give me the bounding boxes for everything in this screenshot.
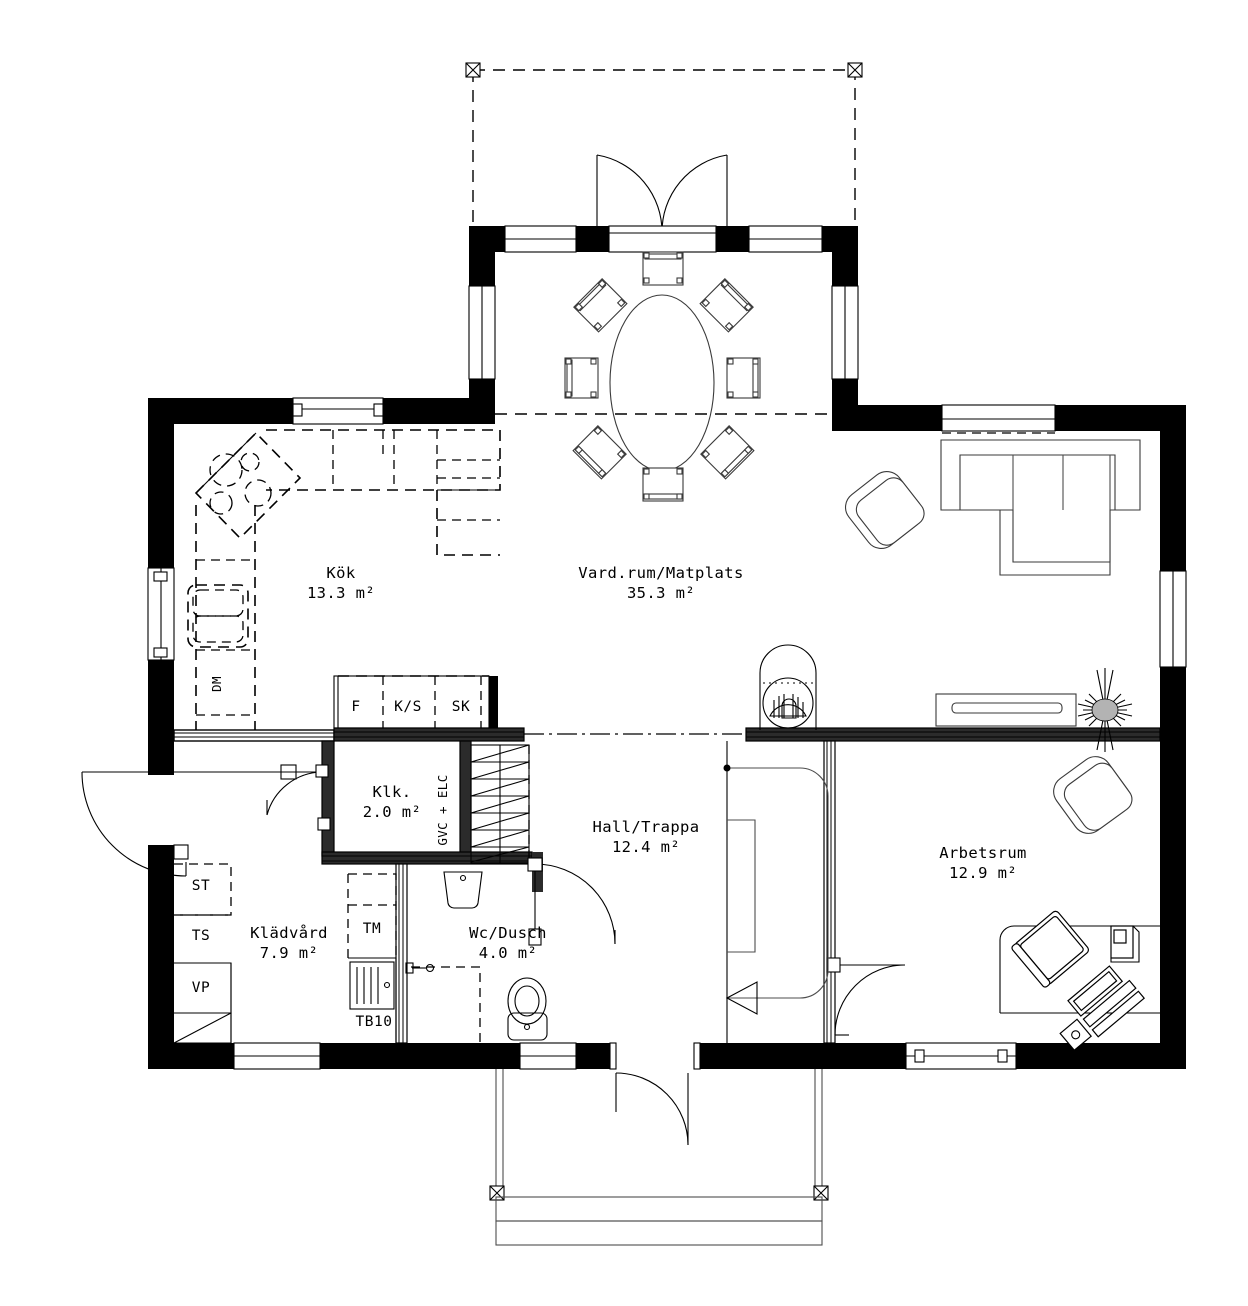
entry-jamb-left: [609, 1042, 617, 1070]
computer-workstation: [1059, 965, 1146, 1052]
doors[interactable]: [81, 764, 906, 1146]
door-arbetsrum: [826, 957, 906, 1036]
dining-table: [609, 294, 715, 472]
appliance-label-tm: TM: [363, 921, 381, 937]
hall-wardrobe: [723, 741, 829, 1043]
room-label-kladvard: Klädvård: [250, 924, 328, 942]
room-area-vardrum: 35.3 m²: [627, 584, 695, 602]
appliance-label-ts: TS: [192, 928, 210, 944]
door-wc-dusch: [527, 857, 616, 946]
room-label-wcdusch: Wc/Dusch: [469, 924, 547, 942]
french-door-terrace[interactable]: [596, 154, 728, 234]
room-area-wcdusch: 4.0 m²: [479, 944, 537, 962]
building-outline-thin: [494, 226, 833, 252]
wall-wc-west: [395, 863, 408, 1044]
armchair-living-upper: [844, 470, 925, 550]
appliance-label-f: F: [351, 699, 360, 715]
door-kladvard: [266, 764, 331, 831]
room-label-kok: Kök: [326, 564, 355, 582]
window-top-left: [504, 225, 577, 253]
wall-klk-west: [321, 740, 335, 857]
laundry-fittings: [173, 863, 397, 1044]
room-label-klk: Klk.: [373, 783, 412, 801]
window-south-kladvard: [233, 1042, 321, 1070]
appliance-labels: F K/S SK DM GVC + ELC ST TS VP TM TB10: [192, 676, 470, 1030]
window-bay-left: [468, 285, 496, 380]
tv-bench: [935, 693, 1077, 727]
window-south-arbetsrum: [905, 1042, 1017, 1070]
room-labels: Kök 13.3 m² Vard.rum/Matplats 35.3 m² Ar…: [250, 564, 1027, 962]
printer: [1110, 925, 1140, 963]
dining-chair-n: [642, 251, 684, 286]
wall-kitchen-south: [173, 729, 335, 742]
office-furniture: [999, 756, 1160, 1052]
wall-klk-south: [321, 851, 533, 865]
living-room-furniture: [844, 439, 1141, 752]
wall-hall-north: [745, 727, 1161, 742]
washbasin: [443, 871, 483, 909]
wc-fittings: [405, 871, 548, 1043]
dining-chair-e: [726, 357, 761, 399]
appliance-label-dm: DM: [209, 676, 224, 692]
wall-arbetsrum-west: [823, 740, 836, 1044]
room-label-arbetsrum: Arbetsrum: [939, 844, 1027, 862]
wall-hall-west-stub: [532, 852, 543, 892]
window-top-center: [608, 225, 717, 253]
room-area-hall: 12.4 m²: [612, 838, 680, 856]
appliance-label-sk: SK: [452, 699, 470, 715]
dining-chair-se: [700, 425, 755, 480]
kitchen-sink: [187, 584, 249, 648]
wall-klk-east: [459, 740, 472, 862]
window-top-right: [748, 225, 823, 253]
window-east-living: [1159, 570, 1187, 668]
room-area-klk: 2.0 m²: [363, 803, 421, 821]
dining-chair-s: [642, 467, 684, 502]
appliance-label-gvc-elc: GVC + ELC: [435, 774, 450, 845]
appliance-label-tb10: TB10: [356, 1014, 393, 1030]
kitchen-appliance-run: [333, 675, 498, 729]
exterior-walls: [147, 225, 1187, 1070]
shower-tap: [405, 962, 435, 974]
room-label-hall: Hall/Trappa: [592, 818, 699, 836]
room-area-arbetsrum: 12.9 m²: [949, 864, 1017, 882]
dining-chair-w: [564, 357, 599, 399]
door-entrance: [615, 1072, 689, 1146]
wall-klk-north: [333, 727, 525, 742]
room-label-vardrum: Vard.rum/Matplats: [578, 564, 743, 582]
window-kitchen-north: [292, 397, 384, 425]
entry-porch: [489, 1069, 829, 1246]
appliance-label-st: ST: [192, 878, 210, 894]
desk-chair: [1011, 910, 1090, 988]
room-area-kladvard: 7.9 m²: [260, 944, 318, 962]
stove-hatch: [769, 694, 807, 719]
armchair-office: [1053, 756, 1133, 834]
plant-icon: [1077, 668, 1133, 752]
dining-chair-ne: [699, 278, 754, 333]
fireplace-stove: [759, 644, 817, 730]
kitchen-counters: [187, 429, 501, 730]
entry-jamb-right: [693, 1042, 701, 1070]
tumble-dryer: [349, 961, 395, 1010]
window-living-north: [941, 404, 1056, 432]
dining-chair-nw: [573, 278, 628, 333]
sectional-sofa: [940, 439, 1141, 576]
cooktop-corner: [194, 431, 302, 540]
window-bay-right: [831, 285, 859, 380]
appliance-label-vp: VP: [192, 980, 210, 996]
appliance-label-ks: K/S: [394, 699, 422, 715]
dining-set: [564, 251, 761, 502]
interior-walls: [173, 727, 1161, 1070]
window-south-wc: [519, 1042, 577, 1070]
dining-chair-sw: [572, 425, 627, 480]
staircase: [470, 744, 530, 864]
toilet: [507, 977, 548, 1041]
room-area-kok: 13.3 m²: [307, 584, 375, 602]
window-west-kitchen: [147, 567, 175, 661]
